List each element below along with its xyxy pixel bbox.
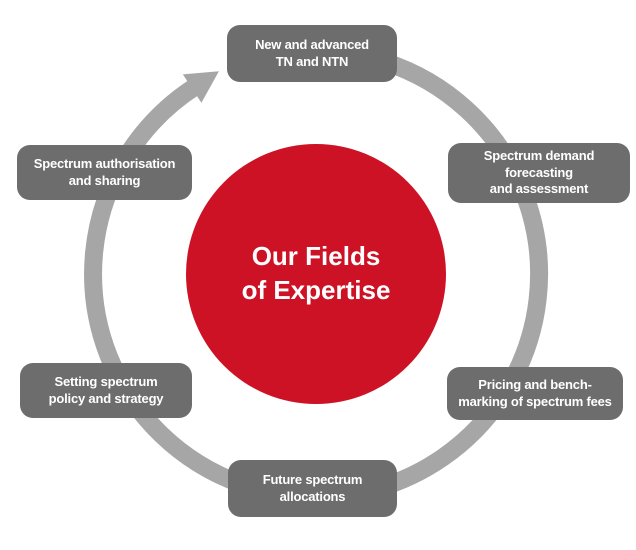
node-setting-spectrum-policy: Setting spectrum policy and strategy [20, 363, 192, 418]
node-spectrum-demand-forecasting: Spectrum demand forecasting and assessme… [448, 143, 630, 203]
node-future-spectrum-allocations: Future spectrum allocations [228, 460, 397, 517]
node-new-and-advanced-tn-and-ntn: New and advanced TN and NTN [227, 25, 397, 82]
center-circle [186, 144, 446, 404]
node-pricing-and-benchmarking: Pricing and bench- marking of spectrum f… [447, 367, 623, 420]
center-title: Our Fields of Expertise [241, 241, 391, 305]
node-spectrum-authorisation: Spectrum authorisation and sharing [17, 145, 192, 200]
